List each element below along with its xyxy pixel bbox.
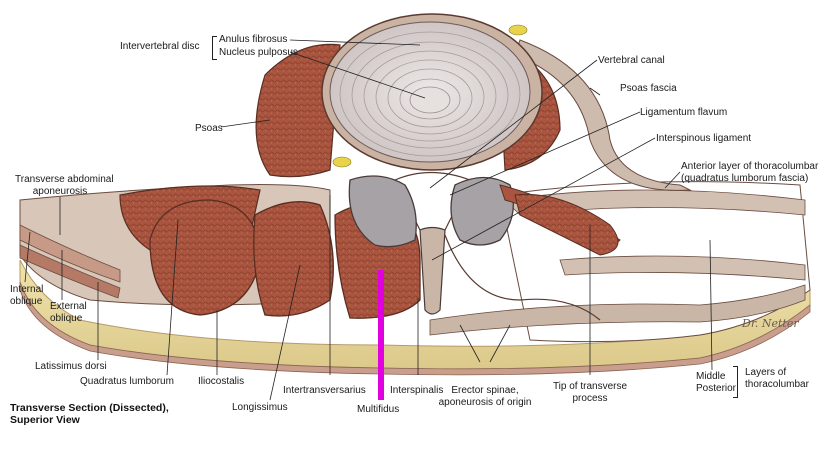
label-quadratus-lumborum: Quadratus lumborum (80, 376, 174, 387)
label-anulus-fibrosus: Anulus fibrosus (219, 34, 288, 45)
label-interspinalis: Interspinalis (390, 385, 444, 396)
label-transverse-abdominal-1: Transverse abdominal (15, 174, 114, 185)
internal-oblique-layer (19, 244, 121, 299)
label-transverse-abdominal-2: aponeurosis (32, 186, 88, 197)
label-external-oblique-1: External (50, 301, 87, 312)
label-anterior-layer-2: (quadratus lumborum fascia) (681, 173, 809, 184)
label-interspinous-ligament: Interspinous ligament (656, 133, 752, 144)
label-psoas-fascia: Psoas fascia (620, 83, 677, 94)
label-latissimus-dorsi: Latissimus dorsi (35, 361, 107, 372)
external-oblique-layer (19, 224, 121, 283)
label-tip-transverse-1: Tip of transverse (552, 381, 628, 392)
label-intervertebral-disc: Intervertebral disc (120, 41, 200, 52)
right-posterior-fascia (429, 284, 806, 336)
skin-layer (19, 281, 811, 376)
label-internal-oblique-2: oblique (10, 296, 43, 307)
longissimus-muscle (253, 201, 334, 317)
nerve-left (332, 156, 352, 168)
right-erector-aponeurosis (444, 234, 601, 321)
label-ligamentum-flavum: Ligamentum flavum (640, 107, 728, 118)
label-multifidus: Multifidus (357, 404, 400, 415)
label-middle: Middle (696, 371, 726, 382)
right-fascia-sheets-2 (559, 255, 806, 281)
caption-line-2: Superior View (10, 414, 80, 426)
label-erector-spinae-1: Erector spinae, (451, 385, 519, 396)
label-tip-transverse-2: process (572, 393, 608, 404)
layers-bracket (733, 366, 738, 398)
figure-caption: Transverse Section (Dissected), Superior… (10, 402, 169, 426)
label-anterior-layer-1: Anterior layer of thoracolumbar (681, 161, 819, 172)
label-internal-oblique-1: Internal (10, 284, 44, 295)
leader-lines (24, 39, 713, 401)
label-layers-1: Layers of (745, 367, 787, 378)
label-erector-spinae-2: aponeurosis of origin (438, 397, 532, 408)
psoas-fascia-sheet (514, 39, 692, 191)
artist-signature: Dr. Netter (742, 317, 799, 330)
nucleus-pulposus (409, 86, 451, 114)
label-iliocostalis: Iliocostalis (198, 376, 245, 387)
psoas-muscle-left (255, 43, 341, 178)
label-layers-2: thoracolumbar (745, 379, 809, 390)
anulus-rings (339, 31, 521, 157)
highlight-bar (378, 270, 384, 400)
label-intertransversarius: Intertransversarius (283, 385, 366, 396)
right-muscle-bundle (514, 193, 619, 256)
caption-line-1: Transverse Section (Dissected), (10, 402, 169, 414)
label-posterior: Posterior (696, 383, 737, 394)
spinous-process (419, 226, 446, 315)
lamina-right (450, 176, 514, 246)
label-nucleus-pulposus: Nucleus pulposus (219, 47, 298, 58)
disc-bracket (212, 36, 217, 60)
label-external-oblique-2: oblique (50, 313, 83, 324)
label-psoas: Psoas (195, 123, 223, 134)
lamina-left (348, 175, 417, 248)
label-longissimus: Longissimus (232, 402, 288, 413)
label-vertebral-canal: Vertebral canal (598, 55, 665, 66)
nerve-top (508, 24, 528, 36)
